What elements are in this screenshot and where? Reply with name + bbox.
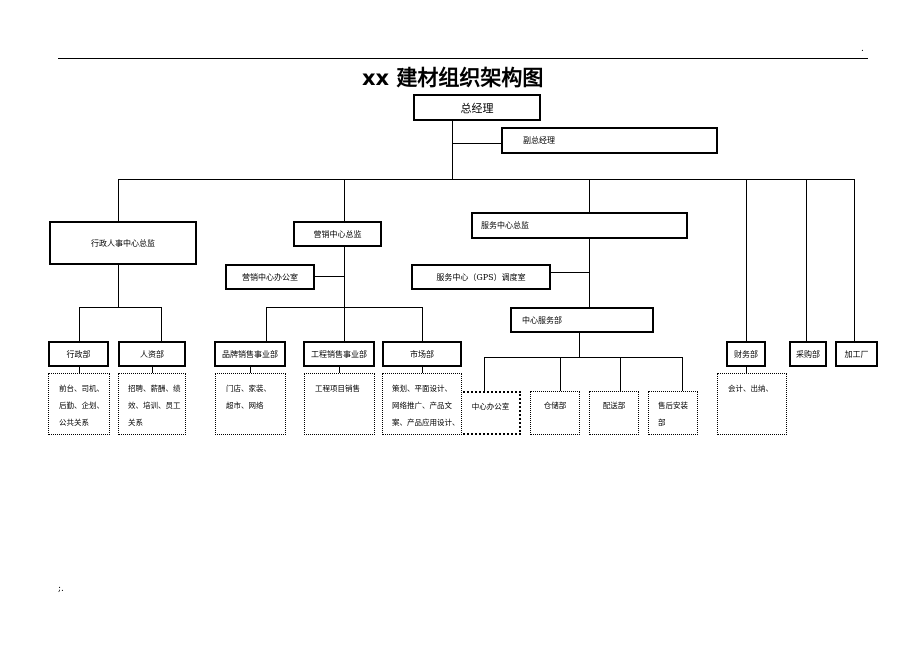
duties-hr-line: 关系 [128, 418, 143, 427]
dept-processing-box: 加工厂 [835, 341, 878, 367]
dept-project-sales-label: 工程销售事业部 [311, 349, 367, 359]
duties-finance-line: 会计、出纳、 [728, 384, 773, 393]
duties-finance-box: 会计、出纳、 [717, 373, 787, 435]
duties-market-line: 策划、平面设计、 [392, 384, 452, 393]
duties-brand-sales-line: 门店、家装、 [226, 384, 271, 393]
duties-market-box: 策划、平面设计、 网络推广、产品文 案、产品应用设计、 [382, 373, 462, 435]
duties-project-sales-box: 工程项目销售 [304, 373, 375, 435]
top-rule [58, 58, 868, 59]
service-director-label: 服务中心总监 [481, 221, 529, 230]
corner-mark: . [861, 44, 864, 54]
unit-after-sales-box: 售后安装 部 [648, 391, 698, 435]
admin-hr-director-label: 行政人事中心总监 [91, 238, 155, 248]
dept-admin-label: 行政部 [66, 349, 91, 359]
unit-center-office-box: 中心办公室 [460, 391, 521, 435]
unit-delivery-label: 配送部 [602, 401, 626, 410]
service-director-box: 服务中心总监 [471, 212, 688, 239]
footer-mark: ;. [58, 584, 64, 594]
duties-brand-sales-box: 门店、家装、 超市、网络 [215, 373, 286, 435]
dispatch-room-label: 服务中心（GPS）调度室 [436, 272, 526, 282]
marketing-director-box: 营销中心总监 [293, 221, 382, 247]
center-service-dept-label: 中心服务部 [522, 315, 562, 325]
duties-admin-line: 公共关系 [59, 418, 89, 427]
duties-admin-line: 后勤、企划、 [59, 401, 104, 410]
duties-market-line: 网络推广、产品文 [392, 401, 452, 410]
dept-project-sales-box: 工程销售事业部 [303, 341, 375, 367]
dept-brand-sales-label: 品牌销售事业部 [222, 349, 278, 359]
general-manager-box: 总经理 [413, 94, 541, 121]
duties-hr-line: 效、培训、员工 [128, 401, 181, 410]
dept-admin-box: 行政部 [48, 341, 109, 367]
unit-after-sales-line-1: 售后安装 [658, 401, 688, 410]
duties-hr-box: 招聘、薪酬、绩 效、培训、员工 关系 [118, 373, 186, 435]
unit-delivery-box: 配送部 [589, 391, 639, 435]
dept-market-label: 市场部 [410, 349, 434, 359]
dept-brand-sales-box: 品牌销售事业部 [214, 341, 286, 367]
center-service-dept-box: 中心服务部 [510, 307, 654, 333]
dept-hr-box: 人资部 [118, 341, 186, 367]
deputy-gm-label: 副总经理 [523, 136, 555, 145]
deputy-gm-box: 副总经理 [501, 127, 718, 154]
dept-finance-label: 财务部 [734, 349, 758, 359]
dept-processing-label: 加工厂 [844, 349, 869, 359]
dispatch-room-box: 服务中心（GPS）调度室 [411, 264, 551, 290]
dept-market-box: 市场部 [382, 341, 462, 367]
admin-hr-director-box: 行政人事中心总监 [49, 221, 197, 265]
duties-hr-line: 招聘、薪酬、绩 [128, 384, 181, 393]
unit-center-office-label: 中心办公室 [471, 402, 510, 411]
marketing-office-label: 营销中心办公室 [242, 272, 298, 282]
unit-after-sales-line-2: 部 [658, 418, 666, 427]
duties-brand-sales-line: 超市、网络 [226, 401, 264, 410]
duties-project-sales-line: 工程项目销售 [315, 384, 360, 393]
marketing-director-label: 营销中心总监 [313, 229, 362, 239]
dept-purchasing-label: 采购部 [796, 349, 820, 359]
duties-market-line: 案、产品应用设计、 [392, 418, 460, 427]
page-title: xx 建材组织架构图 [362, 66, 544, 90]
unit-warehouse-label: 仓储部 [543, 401, 567, 410]
duties-admin-line: 前台、司机、 [59, 384, 104, 393]
duties-admin-box: 前台、司机、 后勤、企划、 公共关系 [48, 373, 110, 435]
dept-purchasing-box: 采购部 [789, 341, 827, 367]
unit-warehouse-box: 仓储部 [530, 391, 580, 435]
general-manager-label: 总经理 [460, 101, 494, 115]
dept-hr-label: 人资部 [140, 349, 164, 359]
dept-finance-box: 财务部 [726, 341, 766, 367]
marketing-office-box: 营销中心办公室 [225, 264, 315, 290]
